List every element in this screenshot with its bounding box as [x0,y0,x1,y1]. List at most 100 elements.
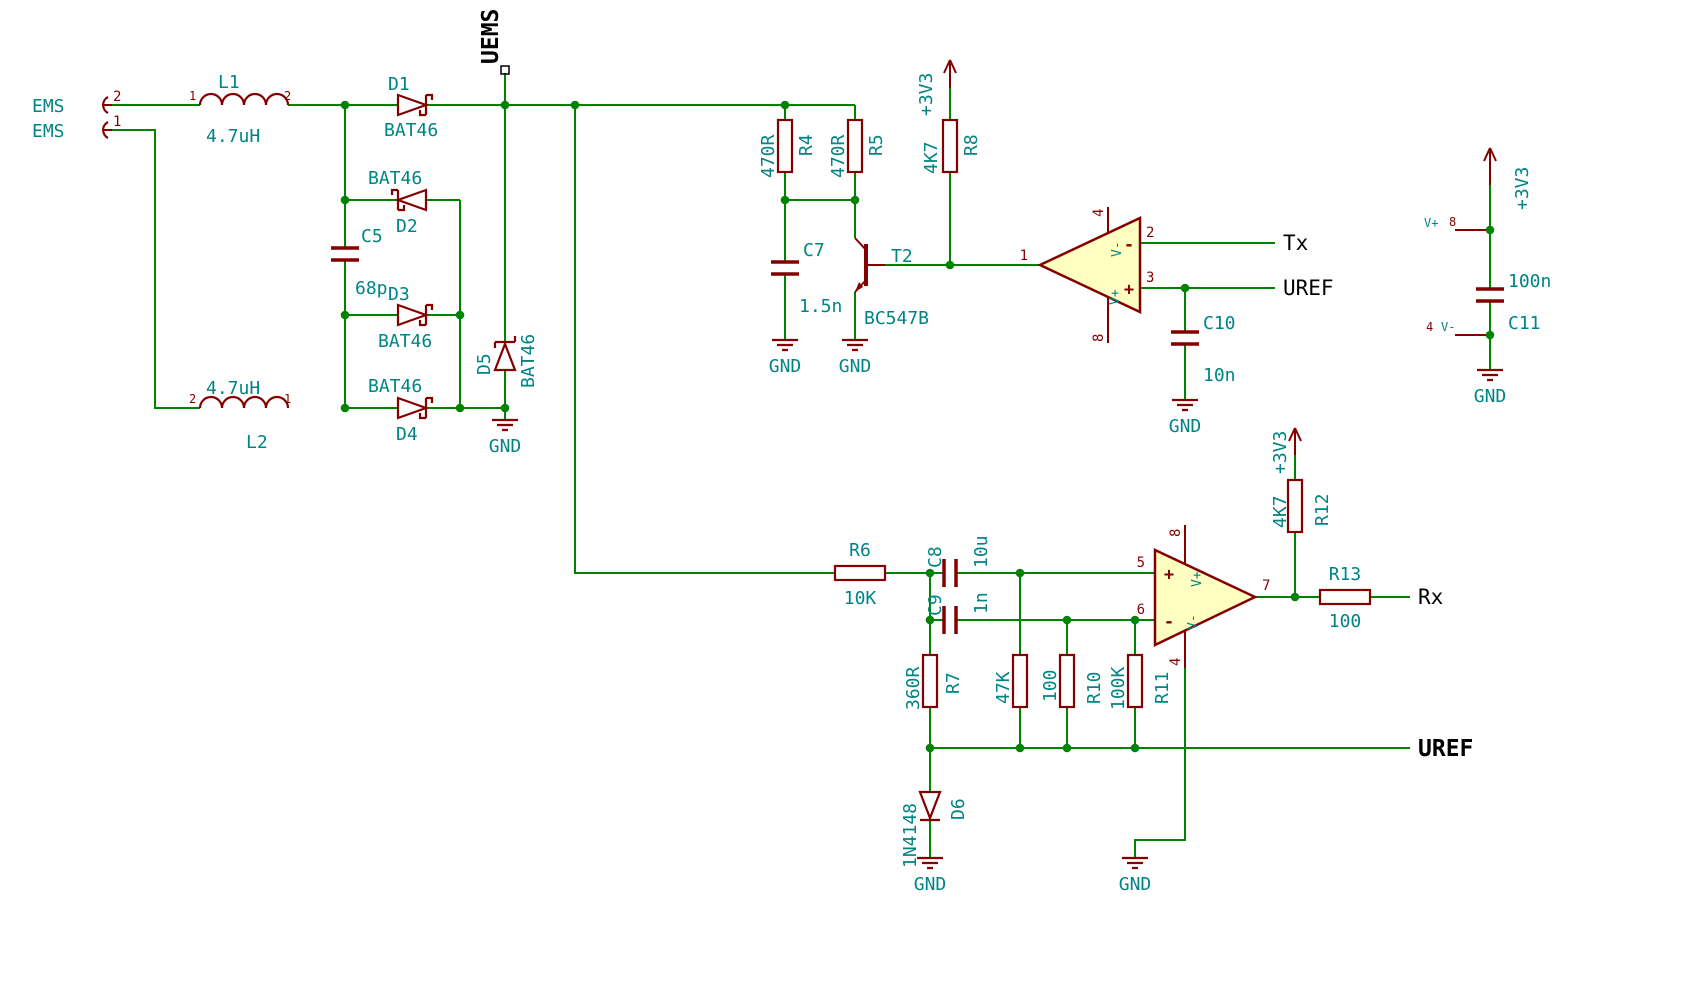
T2-ref: T2 [891,246,913,267]
resistor-R12[interactable]: 4K7 R12 [1270,478,1333,534]
opamp-a-pin1: 1 [1020,248,1028,264]
gnd-label: GND [1169,416,1202,437]
opamp-a-minus-sign: - [1124,235,1134,255]
gnd-symbol [492,418,518,432]
diode-D1[interactable]: D1 BAT46 [384,74,438,141]
3v3-label-r8: +3V3 [916,73,937,116]
opamp-a-vminus-name: V- [1110,241,1125,257]
R10-body [1058,653,1076,709]
resistor-R6[interactable]: R6 10K [833,540,887,609]
gnd-label: GND [489,436,522,457]
gnd-label: GND [769,356,802,377]
connector-ems[interactable]: EMS EMS 2 1 [32,89,121,142]
C11-ref: C11 [1508,313,1541,334]
gnd-d5[interactable]: GND [489,418,522,457]
capacitor-C11[interactable]: 100n C11 [1476,271,1551,334]
opamp-b-pin6: 6 [1137,602,1145,618]
net-label-rx[interactable]: Rx [1418,585,1443,609]
capacitor-C10[interactable]: C10 10n [1171,313,1236,386]
D4-triangle [396,396,430,420]
D5-ref: D5 [474,353,495,375]
resistor-R9[interactable]: 47K [993,653,1029,709]
resistor-R11[interactable]: 100K R11 [1108,653,1173,710]
power-3v3-r12[interactable]: +3V3 [1270,427,1302,474]
capacitor-C7[interactable]: C7 1.5n [771,240,842,317]
opamp-a-pin3: 3 [1146,270,1154,286]
D1-cathode-bar [418,93,434,117]
opamp-b[interactable]: 5 6 7 8 4 + - V+ V- [1137,529,1271,666]
C10-plates [1171,330,1199,346]
diode-D4[interactable]: BAT46 D4 [368,376,434,445]
R13-ref: R13 [1329,564,1362,585]
C5-value: 68p [355,278,388,299]
gnd-label: GND [914,874,947,895]
inductor-L2[interactable]: 4.7uH L2 2 1 [189,378,291,453]
R6-ref: R6 [849,540,871,561]
D1-value: BAT46 [384,120,438,141]
D1-triangle [396,93,430,117]
gnd-label: GND [839,356,872,377]
R9-body [1011,653,1029,709]
diode-D5[interactable]: D5 BAT46 [474,334,539,388]
opamp-b-pin8: 8 [1168,529,1184,537]
L1-coil [198,92,290,106]
R10-value: 100 [1040,669,1061,702]
R7-body [921,653,939,709]
C9-ref: C9 [925,594,946,616]
opamp-a[interactable]: 1 2 3 4 8 - + V- V+ [1020,209,1155,342]
inductor-L1[interactable]: L1 4.7uH 1 2 [189,72,291,147]
net-label-tx[interactable]: Tx [1283,231,1308,255]
gnd-symbol [1477,368,1503,382]
diode-D6[interactable]: 1N4148 D6 [900,790,969,868]
R8-body [941,118,959,174]
opamp-power-pins: V+ 8 4 V- [1424,215,1456,334]
C8-value: 10u [971,535,992,568]
R7-ref: R7 [943,672,964,694]
R4-value: 470R [758,134,779,178]
C8-plates [942,559,958,587]
D6-triangle [918,790,942,822]
net-label-ems-2[interactable]: EMS [32,121,65,142]
R12-body [1286,478,1304,534]
L2-coil [198,395,290,409]
gnd-d6[interactable]: GND [914,856,947,895]
R5-body [846,118,864,174]
diode-D3[interactable]: D3 BAT46 [378,284,434,352]
resistor-R7[interactable]: 360R R7 [903,653,964,710]
R9-value: 47K [993,671,1014,704]
gnd-c10[interactable]: GND [1169,398,1202,437]
R8-ref: R8 [961,134,982,156]
resistor-R10[interactable]: 100 R10 [1040,653,1105,709]
D2-triangle [394,188,428,212]
3v3-arrow-r12 [1288,427,1302,455]
power-pin-vplus-number: 8 [1449,215,1456,229]
gnd-symbol [842,338,868,352]
capacitor-C8[interactable]: C8 10u [925,535,992,587]
diode-D2[interactable]: BAT46 D2 [368,168,428,237]
capacitor-C9[interactable]: C9 1n [925,592,992,634]
net-label-uref-rail[interactable]: UREF [1418,736,1473,762]
gnd-opamp-b[interactable]: GND [1119,856,1152,895]
power-3v3-r8[interactable]: +3V3 [916,59,957,116]
net-label-uems[interactable]: UEMS [478,9,510,75]
capacitor-C5[interactable]: C5 68p [331,226,388,299]
resistor-R4[interactable]: 470R R4 [758,118,817,178]
power-3v3-c11[interactable]: +3V3 [1483,147,1533,210]
net-label-ems-1[interactable]: EMS [32,96,65,117]
gnd-symbol [1122,856,1148,870]
resistor-R13[interactable]: R13 100 [1318,564,1372,632]
transistor-T2[interactable]: T2 BC547B [854,237,929,329]
D5-triangle [493,340,517,372]
L1-pin1-number: 1 [189,89,196,103]
gnd-c11[interactable]: GND [1474,368,1507,407]
gnd-t2[interactable]: GND [839,338,872,377]
gnd-c7[interactable]: GND [769,338,802,377]
connector-pin1-number: 1 [113,114,121,130]
resistor-R5[interactable]: 470R R5 [828,118,887,178]
R10-ref: R10 [1084,671,1105,704]
resistor-R8[interactable]: 4K7 R8 [921,118,982,174]
R11-ref: R11 [1152,671,1173,704]
net-label-uref-mid[interactable]: UREF [1283,276,1334,300]
